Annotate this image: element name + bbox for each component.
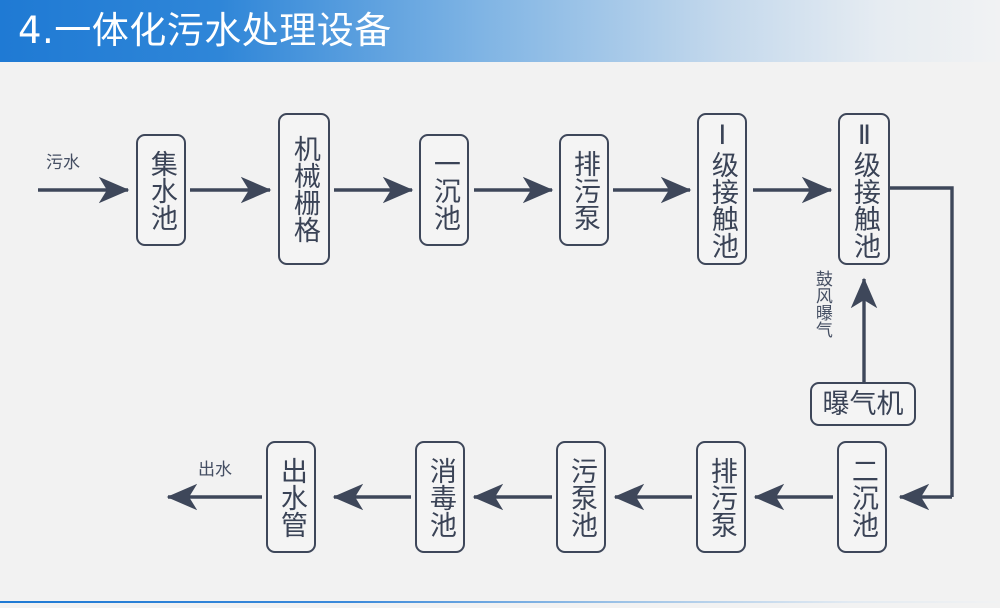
node-label: 污泵池 — [565, 456, 597, 538]
node-effluent-pipe[interactable]: 出水管 — [266, 441, 316, 553]
node-collection-tank[interactable]: 集水池 — [136, 134, 186, 246]
node-label: Ⅱ级接触池 — [848, 119, 880, 259]
node-label: 二沉池 — [846, 456, 878, 538]
node-label: 机械栅格 — [288, 135, 320, 243]
node-label: 出水管 — [275, 456, 307, 538]
node-sludge-pump-tank[interactable]: 污泵池 — [556, 441, 606, 553]
aeration-label: 鼓风曝气 — [811, 270, 832, 338]
page-title: 4.一体化污水处理设备 — [18, 9, 392, 52]
node-label: 集水池 — [145, 149, 177, 231]
slide-title-bar: 4.一体化污水处理设备 — [0, 0, 1000, 62]
node-label: 曝气机 — [822, 388, 904, 420]
node-label: 排污泵 — [568, 149, 600, 231]
node-contact-tank-2[interactable]: Ⅱ级接触池 — [838, 113, 890, 265]
node-primary-settling-tank[interactable]: 一沉池 — [419, 134, 469, 246]
node-label: 一沉池 — [428, 149, 460, 231]
connector-layer — [38, 176, 954, 511]
inflow-label: 污水 — [46, 153, 80, 173]
node-aerator[interactable]: 曝气机 — [810, 382, 916, 426]
node-label: Ⅰ级接触池 — [706, 119, 738, 259]
node-secondary-settling-tank[interactable]: 二沉池 — [837, 441, 887, 553]
edge-n6-to-n8 — [890, 186, 954, 497]
node-disinfection-tank[interactable]: 消毒池 — [415, 441, 465, 553]
footer-divider — [0, 601, 1000, 603]
node-sewage-pump-top[interactable]: 排污泵 — [559, 134, 609, 246]
outflow-label: 出水 — [198, 460, 232, 480]
node-contact-tank-1[interactable]: Ⅰ级接触池 — [697, 113, 747, 265]
process-flow-diagram: 污水 出水 鼓风曝气 集水池 机械栅格 一沉池 排污泵 Ⅰ级接触池 Ⅱ级接触池 … — [0, 62, 1000, 601]
node-label: 消毒池 — [424, 456, 456, 538]
node-mechanical-grid[interactable]: 机械栅格 — [278, 113, 330, 265]
node-label: 排污泵 — [705, 456, 737, 538]
node-sewage-pump-bottom[interactable]: 排污泵 — [696, 441, 746, 553]
